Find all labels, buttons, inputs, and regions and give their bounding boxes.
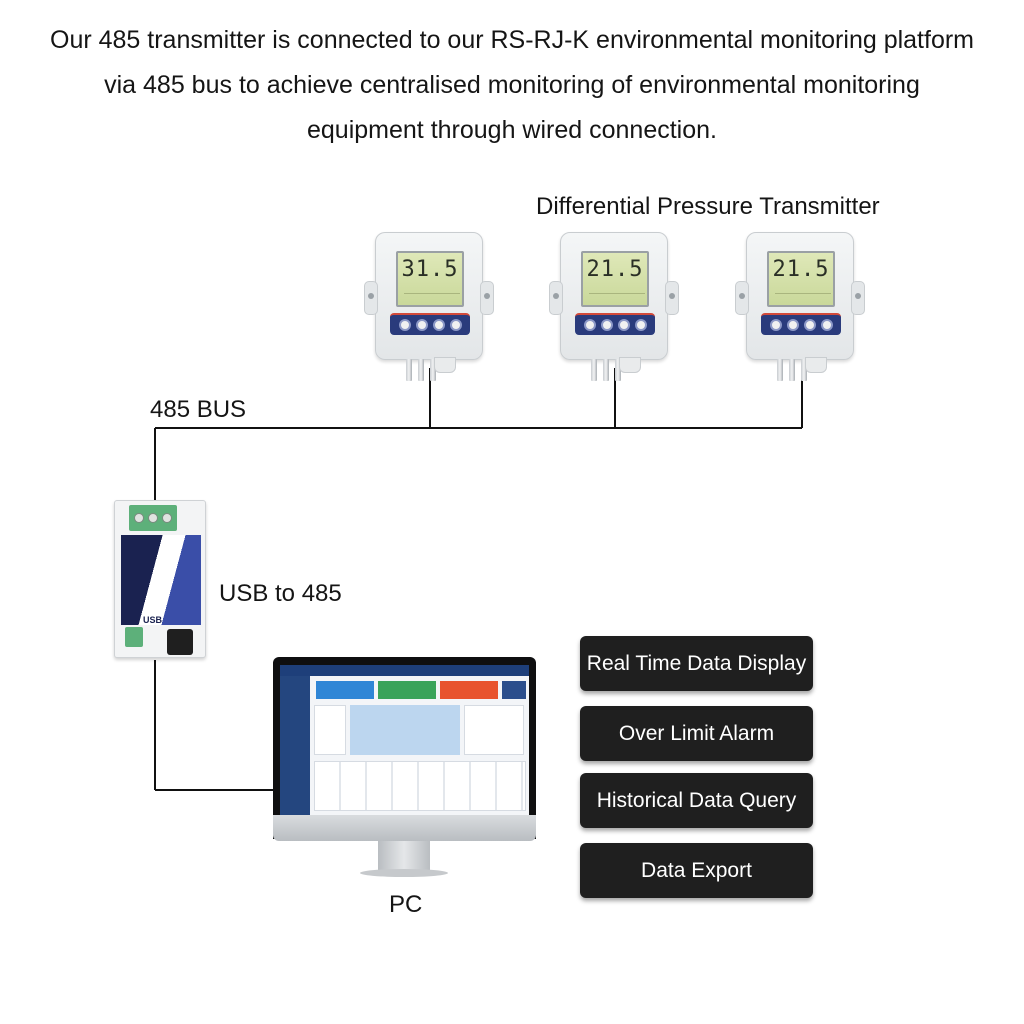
pressure-ports <box>777 359 825 381</box>
screen-tree-panel <box>314 705 346 755</box>
key-button-icon <box>600 319 613 331</box>
feature-data-export: Data Export <box>580 843 813 898</box>
screen-card <box>378 681 436 699</box>
screen-map-panel <box>350 705 460 755</box>
pressure-ports <box>406 359 454 381</box>
keypad <box>575 313 655 335</box>
key-button-icon <box>449 319 462 331</box>
converter-label: USB to 485 <box>219 580 342 607</box>
key-button-icon <box>634 319 647 331</box>
screw-icon <box>162 513 172 523</box>
headline: Our 485 transmitter is connected to our … <box>0 18 1024 153</box>
headline-line-3: equipment through wired connection. <box>307 116 717 144</box>
screen-sidebar <box>280 676 310 815</box>
screen-card <box>502 681 526 699</box>
pc-label: PC <box>389 891 423 918</box>
monitor-stand <box>378 841 430 871</box>
keypad <box>390 313 470 335</box>
mounting-ear <box>851 281 865 315</box>
mounting-ear <box>364 281 378 315</box>
key-button-icon <box>415 319 428 331</box>
screw-icon <box>134 513 144 523</box>
pressure-ports <box>591 359 639 381</box>
mounting-ear <box>735 281 749 315</box>
lcd-value: 31.5 <box>401 257 459 282</box>
screen-info-panel <box>464 705 524 755</box>
key-button-icon <box>398 319 411 331</box>
screen-card <box>316 681 374 699</box>
terminal-block <box>129 505 177 531</box>
monitor-chin <box>273 815 536 841</box>
converter-faceplate <box>121 535 201 625</box>
lcd-value: 21.5 <box>586 257 644 282</box>
cable-gland <box>434 357 456 373</box>
transmitter-3: 21.5 <box>735 232 865 381</box>
screen-card <box>440 681 498 699</box>
monitor-base <box>360 869 448 877</box>
converter-usb-text: USB <box>143 615 163 625</box>
usb-to-485-converter: USB <box>114 500 206 658</box>
key-button-icon <box>820 319 833 331</box>
transmitter-2: 21.5 <box>549 232 679 381</box>
cable-gland <box>619 357 641 373</box>
monitor-screen <box>280 665 529 815</box>
feature-real-time-data-display: Real Time Data Display <box>580 636 813 691</box>
transmitter-1: 31.5 <box>364 232 494 381</box>
usb-port-icon <box>167 629 193 655</box>
key-button-icon <box>803 319 816 331</box>
lcd-display: 21.5 <box>767 251 835 307</box>
lcd-display: 31.5 <box>396 251 464 307</box>
key-button-icon <box>617 319 630 331</box>
cable-gland <box>805 357 827 373</box>
transmitter-group-label: Differential Pressure Transmitter <box>536 193 880 220</box>
feature-over-limit-alarm: Over Limit Alarm <box>580 706 813 761</box>
headline-line-1: Our 485 transmitter is connected to our … <box>50 26 974 54</box>
status-led-block <box>125 627 143 647</box>
key-button-icon <box>432 319 445 331</box>
key-button-icon <box>583 319 596 331</box>
lcd-display: 21.5 <box>581 251 649 307</box>
key-button-icon <box>786 319 799 331</box>
keypad <box>761 313 841 335</box>
screw-icon <box>148 513 158 523</box>
lcd-value: 21.5 <box>772 257 830 282</box>
headline-line-2: via 485 bus to achieve centralised monit… <box>104 71 920 99</box>
pc-monitor <box>273 657 536 839</box>
mounting-ear <box>665 281 679 315</box>
mounting-ear <box>480 281 494 315</box>
feature-historical-data-query: Historical Data Query <box>580 773 813 828</box>
key-button-icon <box>769 319 782 331</box>
screen-titlebar <box>280 665 529 676</box>
bus-label: 485 BUS <box>150 396 247 423</box>
screen-device-grid <box>314 761 526 811</box>
mounting-ear <box>549 281 563 315</box>
